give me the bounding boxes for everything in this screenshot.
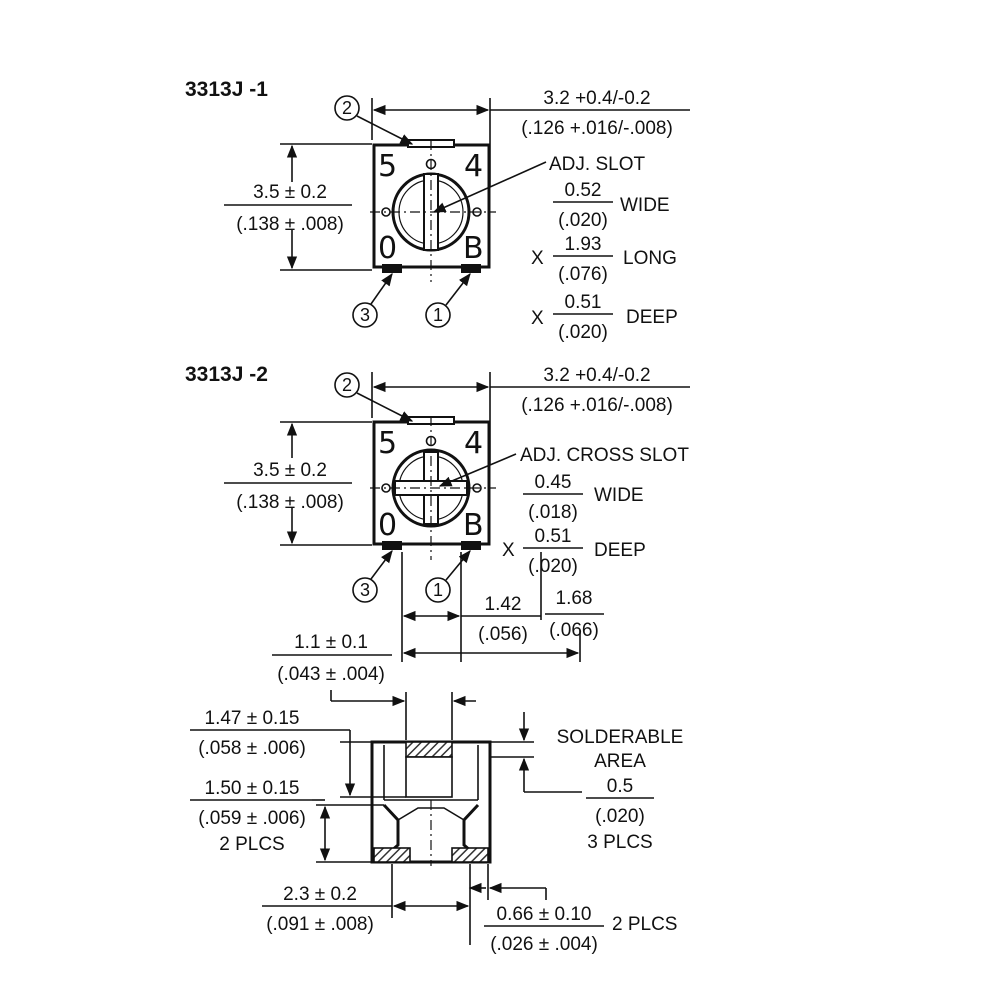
v2-height-inch: (.138 ± .008)	[236, 492, 344, 513]
bv-solder-note: 3 PLCS	[587, 832, 652, 853]
bv-pad-note: 2 PLCS	[612, 914, 677, 935]
v1-mark-b: B	[463, 231, 484, 266]
v2-mark-5: 5	[378, 426, 397, 461]
variant-2-view: 3313J -2 3.2 +0.4/-0.2 (.126 +.016/-.008…	[185, 363, 690, 662]
v2-pin-2-callout	[334, 372, 360, 398]
v1-long-prefix: X	[531, 248, 544, 269]
v1-width-inch: (.126 +.016/-.008)	[521, 118, 673, 139]
variant-1-view: 3313J -1 3.2 +0.4/-0.2 (.126 +.016/-.008…	[185, 78, 690, 343]
v2-mark-4: 4	[464, 426, 483, 461]
v1-pin-1-leader	[445, 272, 471, 306]
v2-deep-prefix: X	[502, 540, 515, 561]
v2-spacing-2-mm: 1.68	[556, 588, 593, 609]
v2-pin-3-label: 3	[360, 580, 370, 600]
v2-deep-mm: 0.51	[535, 526, 572, 547]
v2-mark-b: B	[463, 508, 484, 543]
bv-height-2-note: 2 PLCS	[219, 834, 284, 855]
v2-deep-inch: (.020)	[528, 556, 578, 577]
v2-pin-1-tab	[461, 541, 481, 550]
v1-slot-label: ADJ. SLOT	[549, 154, 645, 175]
bottom-view: 1.1 ± 0.1 (.043 ± .004) 1.47 ± 0.15 (.05…	[190, 632, 683, 955]
v1-wide-inch: (.020)	[558, 210, 608, 231]
v1-pin-2-callout	[334, 95, 360, 121]
bv-solder-line1: SOLDERABLE	[557, 727, 684, 748]
bv-top-solder-pad	[405, 741, 453, 758]
v2-pin-1-label: 1	[433, 580, 443, 600]
v2-pin-3-leader	[370, 549, 393, 580]
bv-left-terminal-bend	[382, 803, 400, 854]
v1-height-inch: (.138 ± .008)	[236, 214, 344, 235]
v1-pin-1-tab	[461, 264, 481, 273]
v1-pin-3-callout	[352, 302, 378, 328]
bv-top-terminal	[405, 756, 453, 798]
v1-pin-1-label: 1	[433, 305, 443, 325]
v1-deep-mm: 0.51	[565, 292, 602, 313]
bv-pad-mm: 0.66 ± 0.10	[497, 904, 592, 925]
bv-solder-line2: AREA	[594, 751, 646, 772]
v2-pin-3-callout	[352, 577, 378, 603]
v2-pin-1-callout	[425, 577, 451, 603]
bv-solder-mm: 0.5	[607, 776, 633, 797]
v1-pin-3-leader	[370, 272, 393, 305]
v2-slot-leader	[438, 453, 517, 487]
v2-mark-0: 0	[378, 508, 397, 543]
variant-2-title: 3313J -2	[185, 363, 268, 386]
v2-slot-label: ADJ. CROSS SLOT	[520, 445, 689, 466]
v2-spacing-2-inch: (.066)	[549, 620, 599, 641]
v2-pin-2-label: 2	[342, 375, 352, 395]
v2-spacing-1-mm: 1.42	[485, 594, 522, 615]
v2-height-mm: 3.5 ± 0.2	[253, 460, 327, 481]
v2-width-mm: 3.2 +0.4/-0.2	[543, 365, 650, 386]
v2-pin-3-tab	[382, 541, 402, 550]
v1-pin-2-leader	[356, 115, 414, 145]
bv-height-2-mm: 1.50 ± 0.15	[205, 778, 300, 799]
variant-1-title: 3313J -1	[185, 78, 268, 101]
bv-width-2-inch: (.091 ± .008)	[266, 914, 374, 935]
bv-right-terminal-bend	[462, 803, 480, 854]
v2-pin-2-leader	[356, 392, 414, 422]
v1-long-mm: 1.93	[565, 234, 602, 255]
bv-height-1-mm: 1.47 ± 0.15	[205, 708, 300, 729]
bv-right-solder-pad	[451, 847, 489, 863]
v1-height-mm: 3.5 ± 0.2	[253, 182, 327, 203]
bv-height-2-inch: (.059 ± .006)	[198, 808, 306, 829]
v2-wide-mm: 0.45	[535, 472, 572, 493]
v1-deep-inch: (.020)	[558, 322, 608, 343]
v1-pin-3-tab	[382, 264, 402, 273]
v2-wide-inch: (.018)	[528, 502, 578, 523]
v2-wide-label: WIDE	[594, 485, 644, 506]
v1-pin-1-callout	[425, 302, 451, 328]
v2-pin-1-leader	[445, 550, 471, 581]
bv-width-1-inch: (.043 ± .004)	[277, 664, 385, 685]
v1-width-mm: 3.2 +0.4/-0.2	[543, 88, 650, 109]
bv-left-solder-pad	[373, 847, 411, 863]
bv-width-1-mm: 1.1 ± 0.1	[294, 632, 368, 653]
v2-width-inch: (.126 +.016/-.008)	[521, 395, 673, 416]
v1-deep-label: DEEP	[626, 307, 678, 328]
v1-long-label: LONG	[623, 248, 677, 269]
v1-pin-3-label: 3	[360, 305, 370, 325]
bv-height-1-inch: (.058 ± .006)	[198, 738, 306, 759]
v1-mark-4: 4	[464, 149, 483, 184]
bv-width-2-mm: 2.3 ± 0.2	[283, 884, 357, 905]
v2-deep-label: DEEP	[594, 540, 646, 561]
v1-wide-mm: 0.52	[565, 180, 602, 201]
v1-slot-leader	[432, 161, 547, 213]
v1-pin-2-label: 2	[342, 98, 352, 118]
v1-mark-0: 0	[378, 231, 397, 266]
v1-mark-5: 5	[378, 149, 397, 184]
v2-spacing-1-inch: (.056)	[478, 624, 528, 645]
v1-long-inch: (.076)	[558, 264, 608, 285]
bv-pad-inch: (.026 ± .004)	[490, 934, 598, 955]
v1-deep-prefix: X	[531, 308, 544, 329]
bv-solder-inch: (.020)	[595, 806, 645, 827]
v1-wide-label: WIDE	[620, 195, 670, 216]
